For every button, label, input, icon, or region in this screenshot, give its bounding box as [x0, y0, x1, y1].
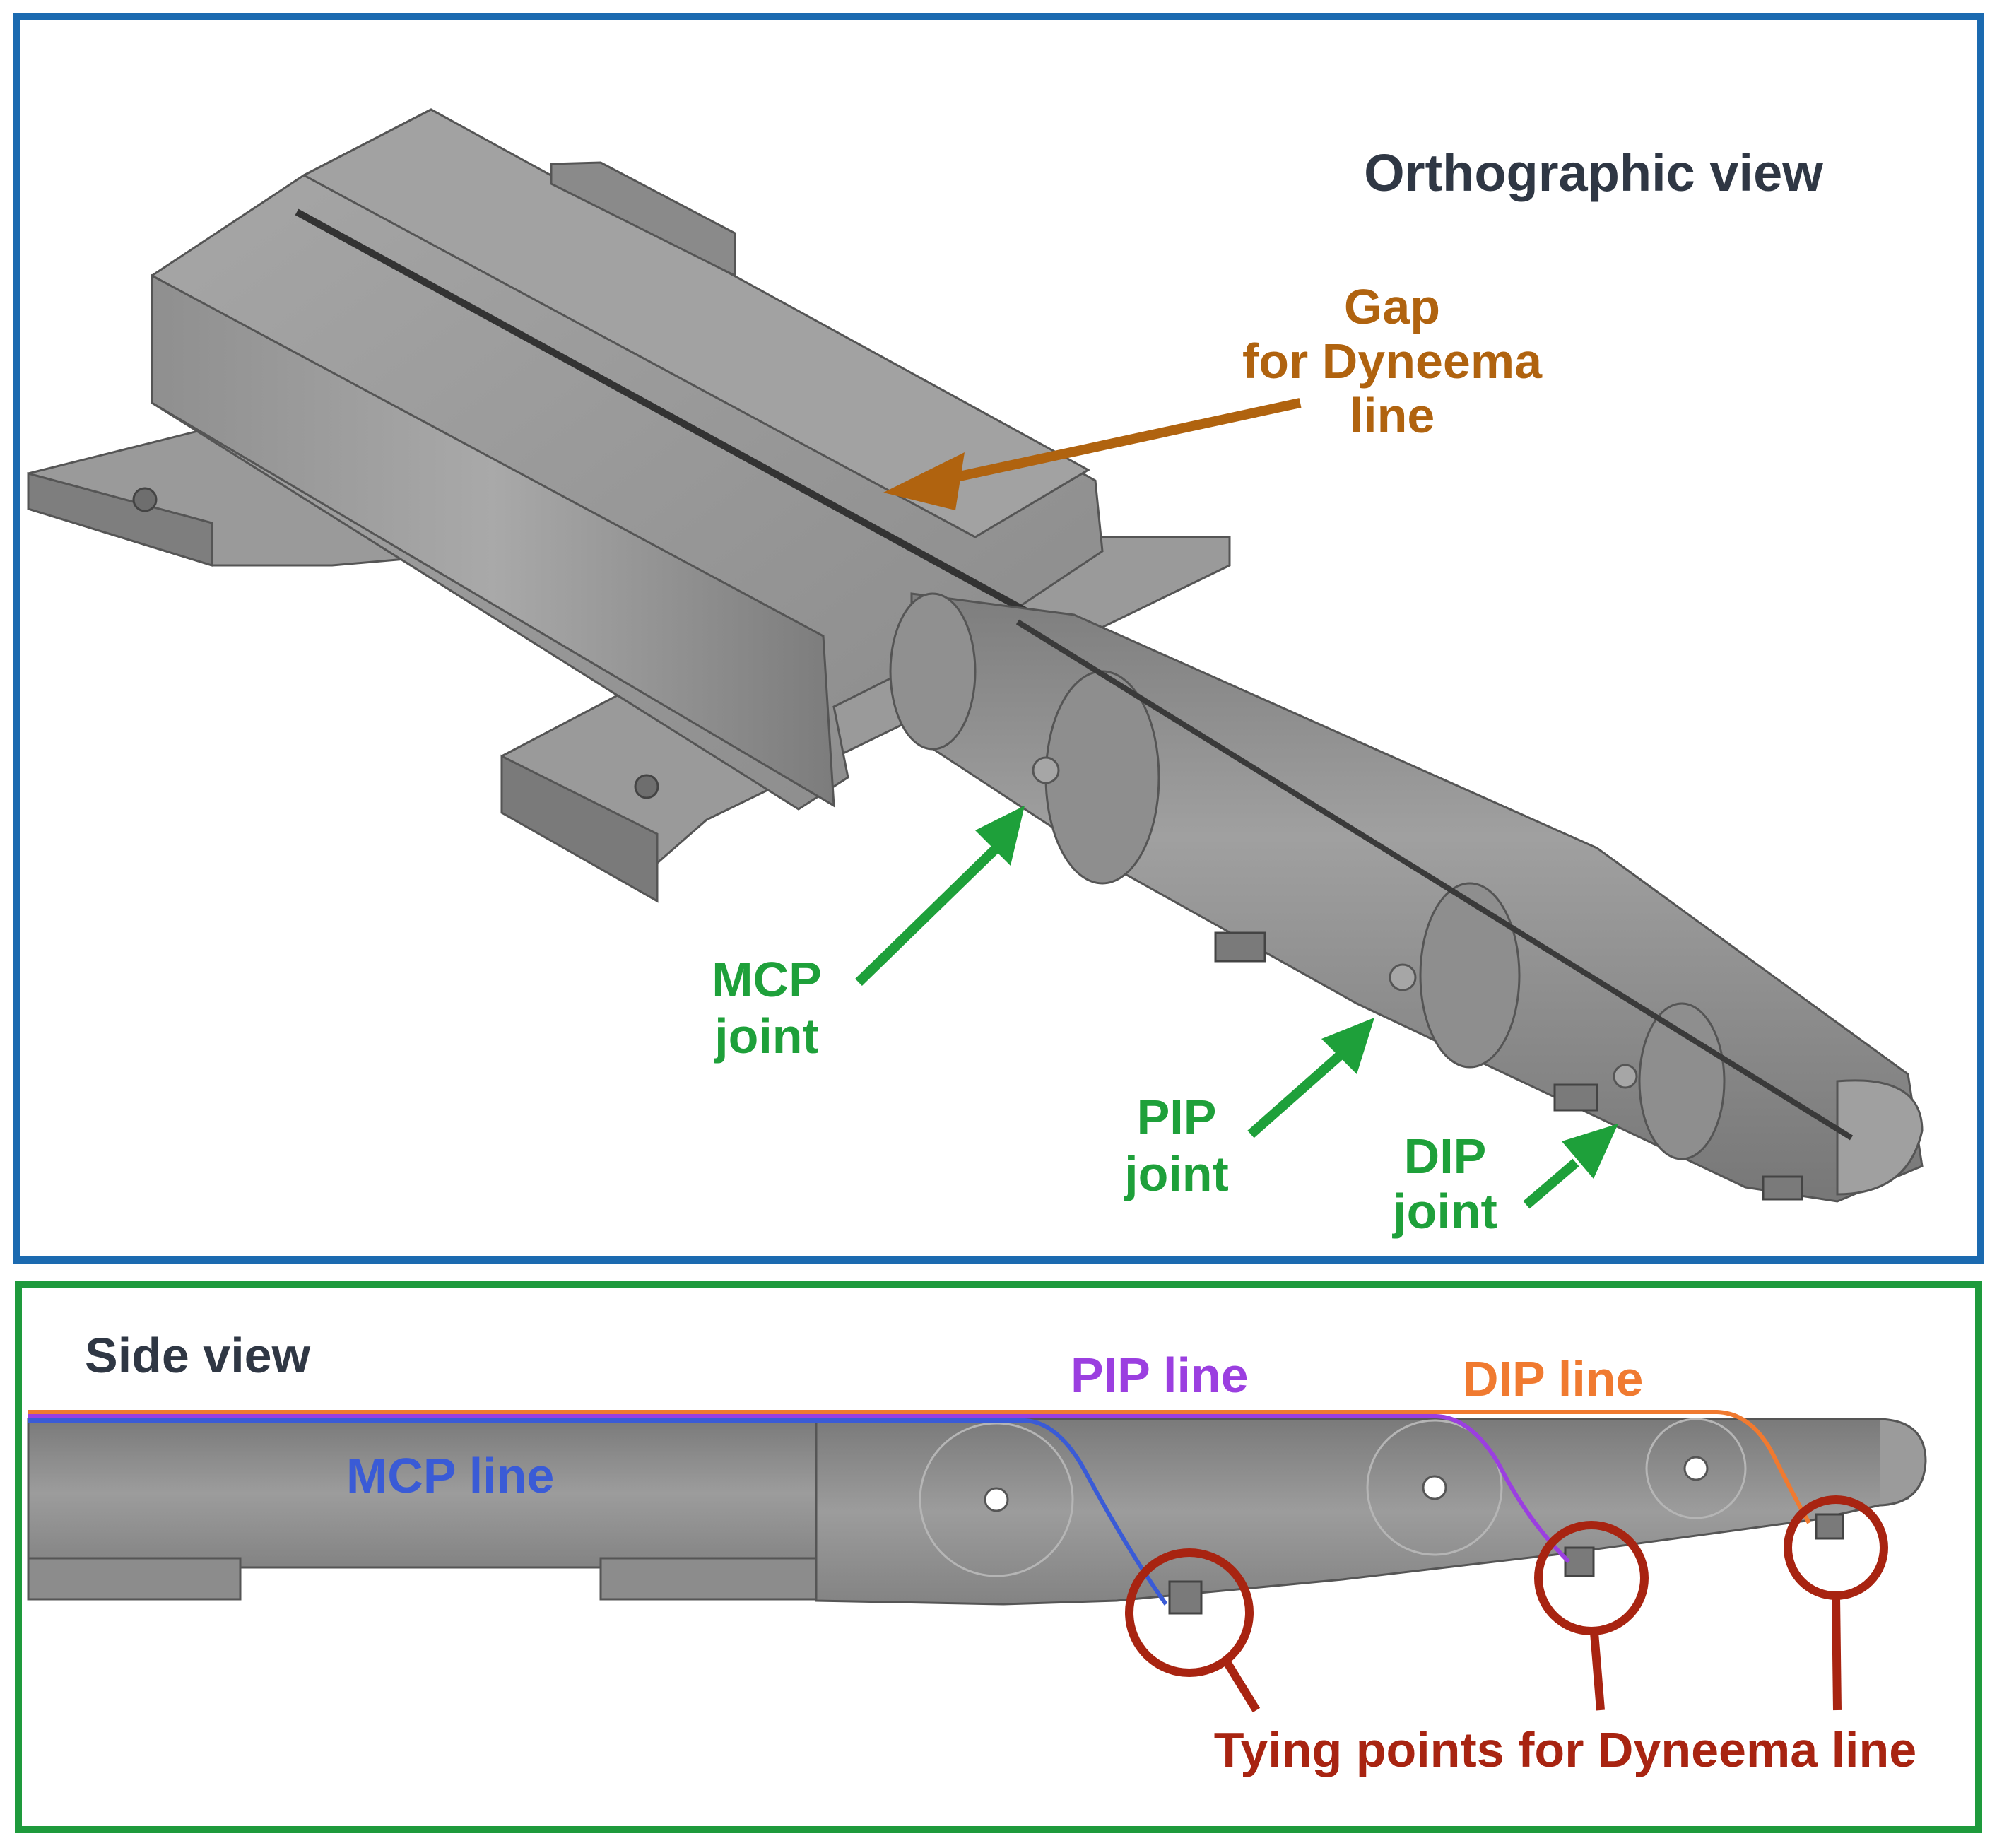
tying-callouts: Tying points for Dyneema line [1125, 1495, 1916, 1777]
tying-point-dip-leader [1832, 1596, 1842, 1711]
pip-joint-hole-side [1422, 1475, 1447, 1500]
dip-joint-circle-side [1645, 1418, 1747, 1519]
mcp-joint-label-line1: MCP [712, 952, 822, 1007]
tie-tab-pip-ortho [1553, 1083, 1598, 1112]
dip-joint-label-line1: DIP [1404, 1129, 1487, 1184]
mcp-joint-circle-side [919, 1422, 1074, 1577]
tie-tab-pip-side [1564, 1546, 1595, 1577]
gap-label-line2: for Dyneema [1242, 334, 1543, 389]
gap-slot-housing [295, 208, 1048, 625]
pip-line-label: PIP line [1071, 1348, 1249, 1403]
pip-joint-arrowhead [1321, 1018, 1374, 1074]
dip-joint-pin [1613, 1064, 1638, 1089]
orthographic-panel: Orthographic view Gap for Dyneema line M… [13, 13, 1984, 1264]
pip-joint-arrow [1247, 1049, 1346, 1138]
gap-label-line1: Gap [1344, 279, 1440, 334]
tie-tab-dip-side [1815, 1513, 1844, 1540]
mcp-joint-annotation: MCP joint [712, 806, 1025, 1064]
pip-joint-label-line2: joint [1123, 1146, 1229, 1201]
mcp-joint-arrow [855, 844, 1000, 987]
mcp-joint-hole-side [984, 1487, 1009, 1512]
dip-line-label: DIP line [1463, 1351, 1643, 1406]
mcp-joint-arrowhead [975, 806, 1025, 866]
gap-annotation: Gap for Dyneema line [883, 279, 1543, 510]
tying-point-mcp-leader [1222, 1658, 1261, 1713]
pip-line-path [28, 1414, 1571, 1564]
pip-joint-circle-side [1366, 1419, 1503, 1556]
tie-tab-mcp-side [1168, 1580, 1203, 1615]
dip-joint-annotation: DIP joint [1391, 1124, 1618, 1239]
side-view-panel: Side view MCP line PIP line DIP line [15, 1281, 1982, 1833]
side-view-title: Side view [85, 1328, 311, 1383]
mcp-joint-pin [1032, 756, 1060, 784]
gap-slot-finger [1015, 619, 1854, 1141]
tying-point-dip-circle [1784, 1495, 1888, 1600]
finger-assembly [889, 592, 1924, 1203]
dip-joint-label-line2: joint [1391, 1184, 1497, 1239]
gap-arrow [938, 398, 1302, 485]
mcp-joint-label-line2: joint [713, 1008, 819, 1064]
tying-point-mcp-circle [1125, 1548, 1254, 1677]
pip-joint-label-line1: PIP [1137, 1090, 1217, 1145]
housing-block [151, 108, 1104, 811]
tying-point-pip-circle [1534, 1521, 1649, 1635]
tying-point-pip-leader [1590, 1632, 1605, 1711]
tying-points-label: Tying points for Dyneema line [1214, 1722, 1916, 1777]
dip-joint-hole-side [1683, 1456, 1709, 1481]
pip-joint-annotation: PIP joint [1123, 1018, 1374, 1201]
gap-label-line3: line [1350, 388, 1435, 443]
dip-joint-arrow [1523, 1158, 1579, 1209]
orthographic-title: Orthographic view [1364, 143, 1823, 202]
side-finger [815, 1418, 1927, 1615]
mcp-line-label: MCP line [346, 1448, 554, 1503]
tie-tab-dip-ortho [1762, 1175, 1803, 1201]
pip-joint-pin [1389, 963, 1417, 991]
gap-arrowhead [883, 452, 965, 510]
tie-tab-mcp-ortho [1214, 931, 1266, 963]
dip-joint-arrowhead [1562, 1124, 1618, 1179]
dip-line-path [28, 1410, 1811, 1524]
